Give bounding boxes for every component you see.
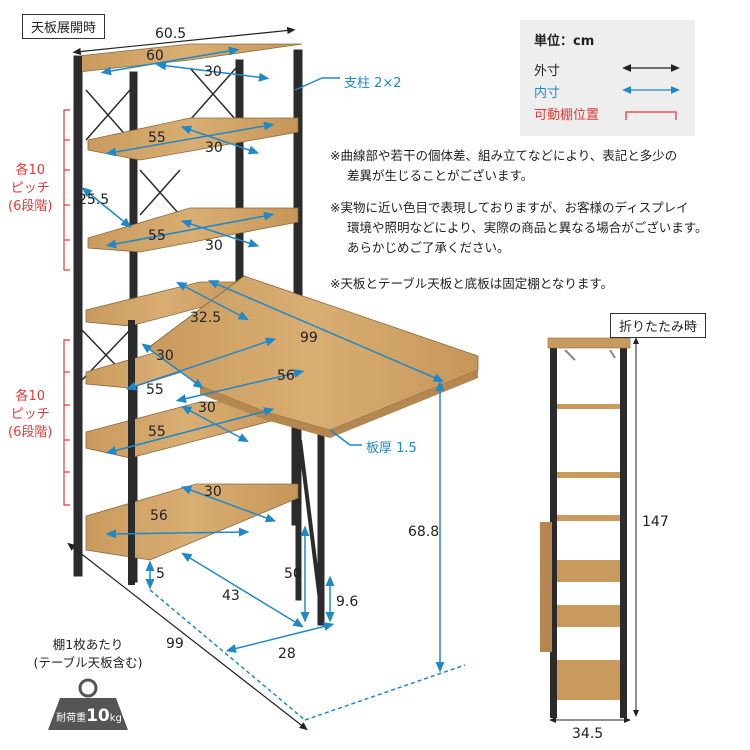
dim-top-depth-line	[155, 61, 270, 82]
folded-view	[540, 337, 639, 723]
note-1: ※曲線部や若干の個体差、組み立てなどにより、表記と多少の 差異が生じることがござ…	[330, 148, 678, 183]
legend: 単位：cm 外寸 内寸 可動棚位置	[520, 20, 695, 136]
folded-shelf-bottom	[557, 660, 620, 700]
dim-base-span-line	[181, 552, 304, 628]
dim-top-depth: 30	[204, 64, 222, 80]
dim-lower-width-line	[105, 407, 275, 455]
dim-table-width-line	[207, 280, 445, 382]
expanded-title: 天板展開時	[22, 14, 106, 39]
dim-leg-height: 50	[284, 566, 302, 582]
pillar-leader	[294, 77, 340, 91]
pitch-bracket-lower	[63, 339, 70, 506]
dim-table-depth: 32.5	[190, 310, 222, 326]
dim-side-depth-line	[81, 187, 132, 228]
dim-base-span: 43	[222, 588, 240, 604]
folded-top	[547, 337, 631, 349]
dim-floor-guide-2	[304, 664, 466, 721]
brace-6	[139, 169, 181, 216]
folded-post-right	[620, 340, 627, 718]
dim-table-inner-depth: 56	[277, 368, 295, 384]
dim-bottom-clearance: 5	[156, 566, 165, 582]
weight-icon	[48, 678, 128, 730]
shelves	[77, 43, 479, 561]
dim-shelf2-depth: 30	[205, 238, 223, 254]
shelf-bottom	[85, 483, 299, 561]
note-3: ※天板とテーブル天板と底板は固定棚となります。	[330, 276, 614, 291]
legend-unit: 単位：cm	[534, 34, 595, 49]
thickness-label: 板厚 1.5	[366, 441, 417, 456]
pitch-bracket-upper	[63, 109, 70, 271]
folded-shelf-3	[557, 515, 620, 521]
dim-shelf1-width: 55	[148, 130, 166, 146]
dim-mid-width: 55	[146, 382, 164, 398]
dim-total-width-line	[67, 542, 308, 731]
dim-folded-height: 147	[642, 514, 669, 530]
legend-movable: 可動棚位置	[534, 108, 600, 123]
folded-shelf-4	[557, 560, 620, 582]
legend-outer: 外寸	[534, 64, 561, 79]
dim-shelf2-width: 55	[148, 228, 166, 244]
dim-bottom-depth: 30	[204, 484, 222, 500]
table-leg-brace	[298, 439, 322, 601]
brace-2	[85, 89, 131, 141]
dim-shelf1-depth-line	[180, 125, 260, 155]
folded-table-top	[540, 522, 552, 652]
dim-bottom-width: 56	[150, 508, 168, 524]
folded-shelf-1	[557, 404, 620, 409]
folded-title: 折りたたみ時	[610, 313, 707, 338]
dim-top-width-outer: 60.5	[155, 26, 187, 42]
dim-lower-width: 55	[148, 424, 166, 440]
folded-shelf-5	[557, 605, 620, 627]
dim-bottom-depth-line	[180, 485, 277, 523]
legend-swatches	[622, 64, 680, 120]
pillar-label: 支柱 2×2	[344, 76, 402, 91]
dim-top-width-inner: 60	[146, 48, 164, 64]
dim-bottom-width-line	[105, 527, 250, 539]
dim-table-height: 68.8	[408, 524, 440, 540]
dim-folded-width: 34.5	[572, 726, 604, 742]
dim-leg-gap: 9.6	[336, 594, 359, 610]
pitch-brackets	[63, 109, 70, 506]
dim-lower-depth: 30	[198, 400, 216, 416]
thickness-leader	[329, 429, 362, 446]
note-2: ※実物に近い色目で表現しておりますが、お客様のディスプレイ 環境や照明などにより…	[330, 200, 708, 255]
folded-post-left	[550, 340, 557, 718]
legend-inner: 内寸	[534, 86, 561, 101]
frame-post-front-left-over	[74, 56, 82, 576]
folded-shelf-2	[557, 472, 620, 478]
load-caption: 棚1枚あたり (テーブル天板含む)	[33, 637, 143, 670]
dim-total-width: 99	[166, 636, 184, 652]
load-weight: 耐荷重10kg	[56, 706, 122, 726]
dim-table-width: 99	[300, 330, 318, 346]
dim-leg-span: 28	[278, 646, 296, 662]
dim-shelf1-depth: 30	[205, 140, 223, 156]
frame-post-front-lower	[128, 320, 135, 585]
dim-mid-depth: 30	[156, 348, 174, 364]
dim-shelf2-depth-line	[180, 219, 260, 248]
dim-side-depth: 25.5	[78, 192, 110, 208]
dim-top-width-outer-line	[72, 26, 296, 56]
frame-post-inner	[235, 59, 244, 301]
outer-dim-lines	[67, 26, 308, 731]
dim-table-inner-line	[175, 368, 305, 404]
